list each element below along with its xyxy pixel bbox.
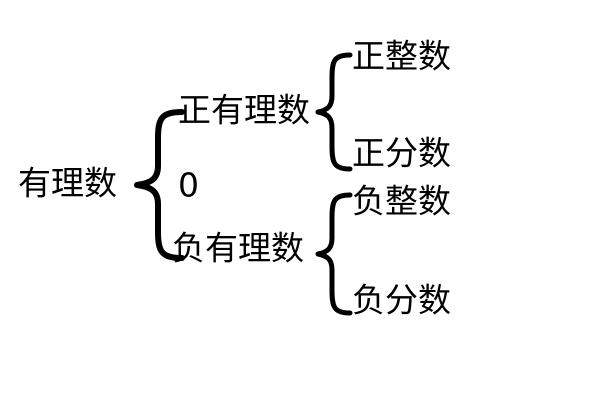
label-positive-integer: 正整数 [352, 37, 451, 76]
root-label-rational-numbers: 有理数 [18, 164, 117, 203]
negative-rational-brace [315, 192, 353, 316]
root-brace [134, 109, 185, 261]
label-positive-rational: 正有理数 [178, 91, 310, 130]
label-zero: 0 [178, 166, 199, 205]
label-negative-fraction: 负分数 [352, 281, 451, 320]
label-positive-fraction: 正分数 [352, 134, 451, 173]
label-negative-integer: 负整数 [352, 182, 451, 221]
positive-rational-brace [315, 52, 353, 172]
label-negative-rational: 负有理数 [172, 229, 304, 268]
